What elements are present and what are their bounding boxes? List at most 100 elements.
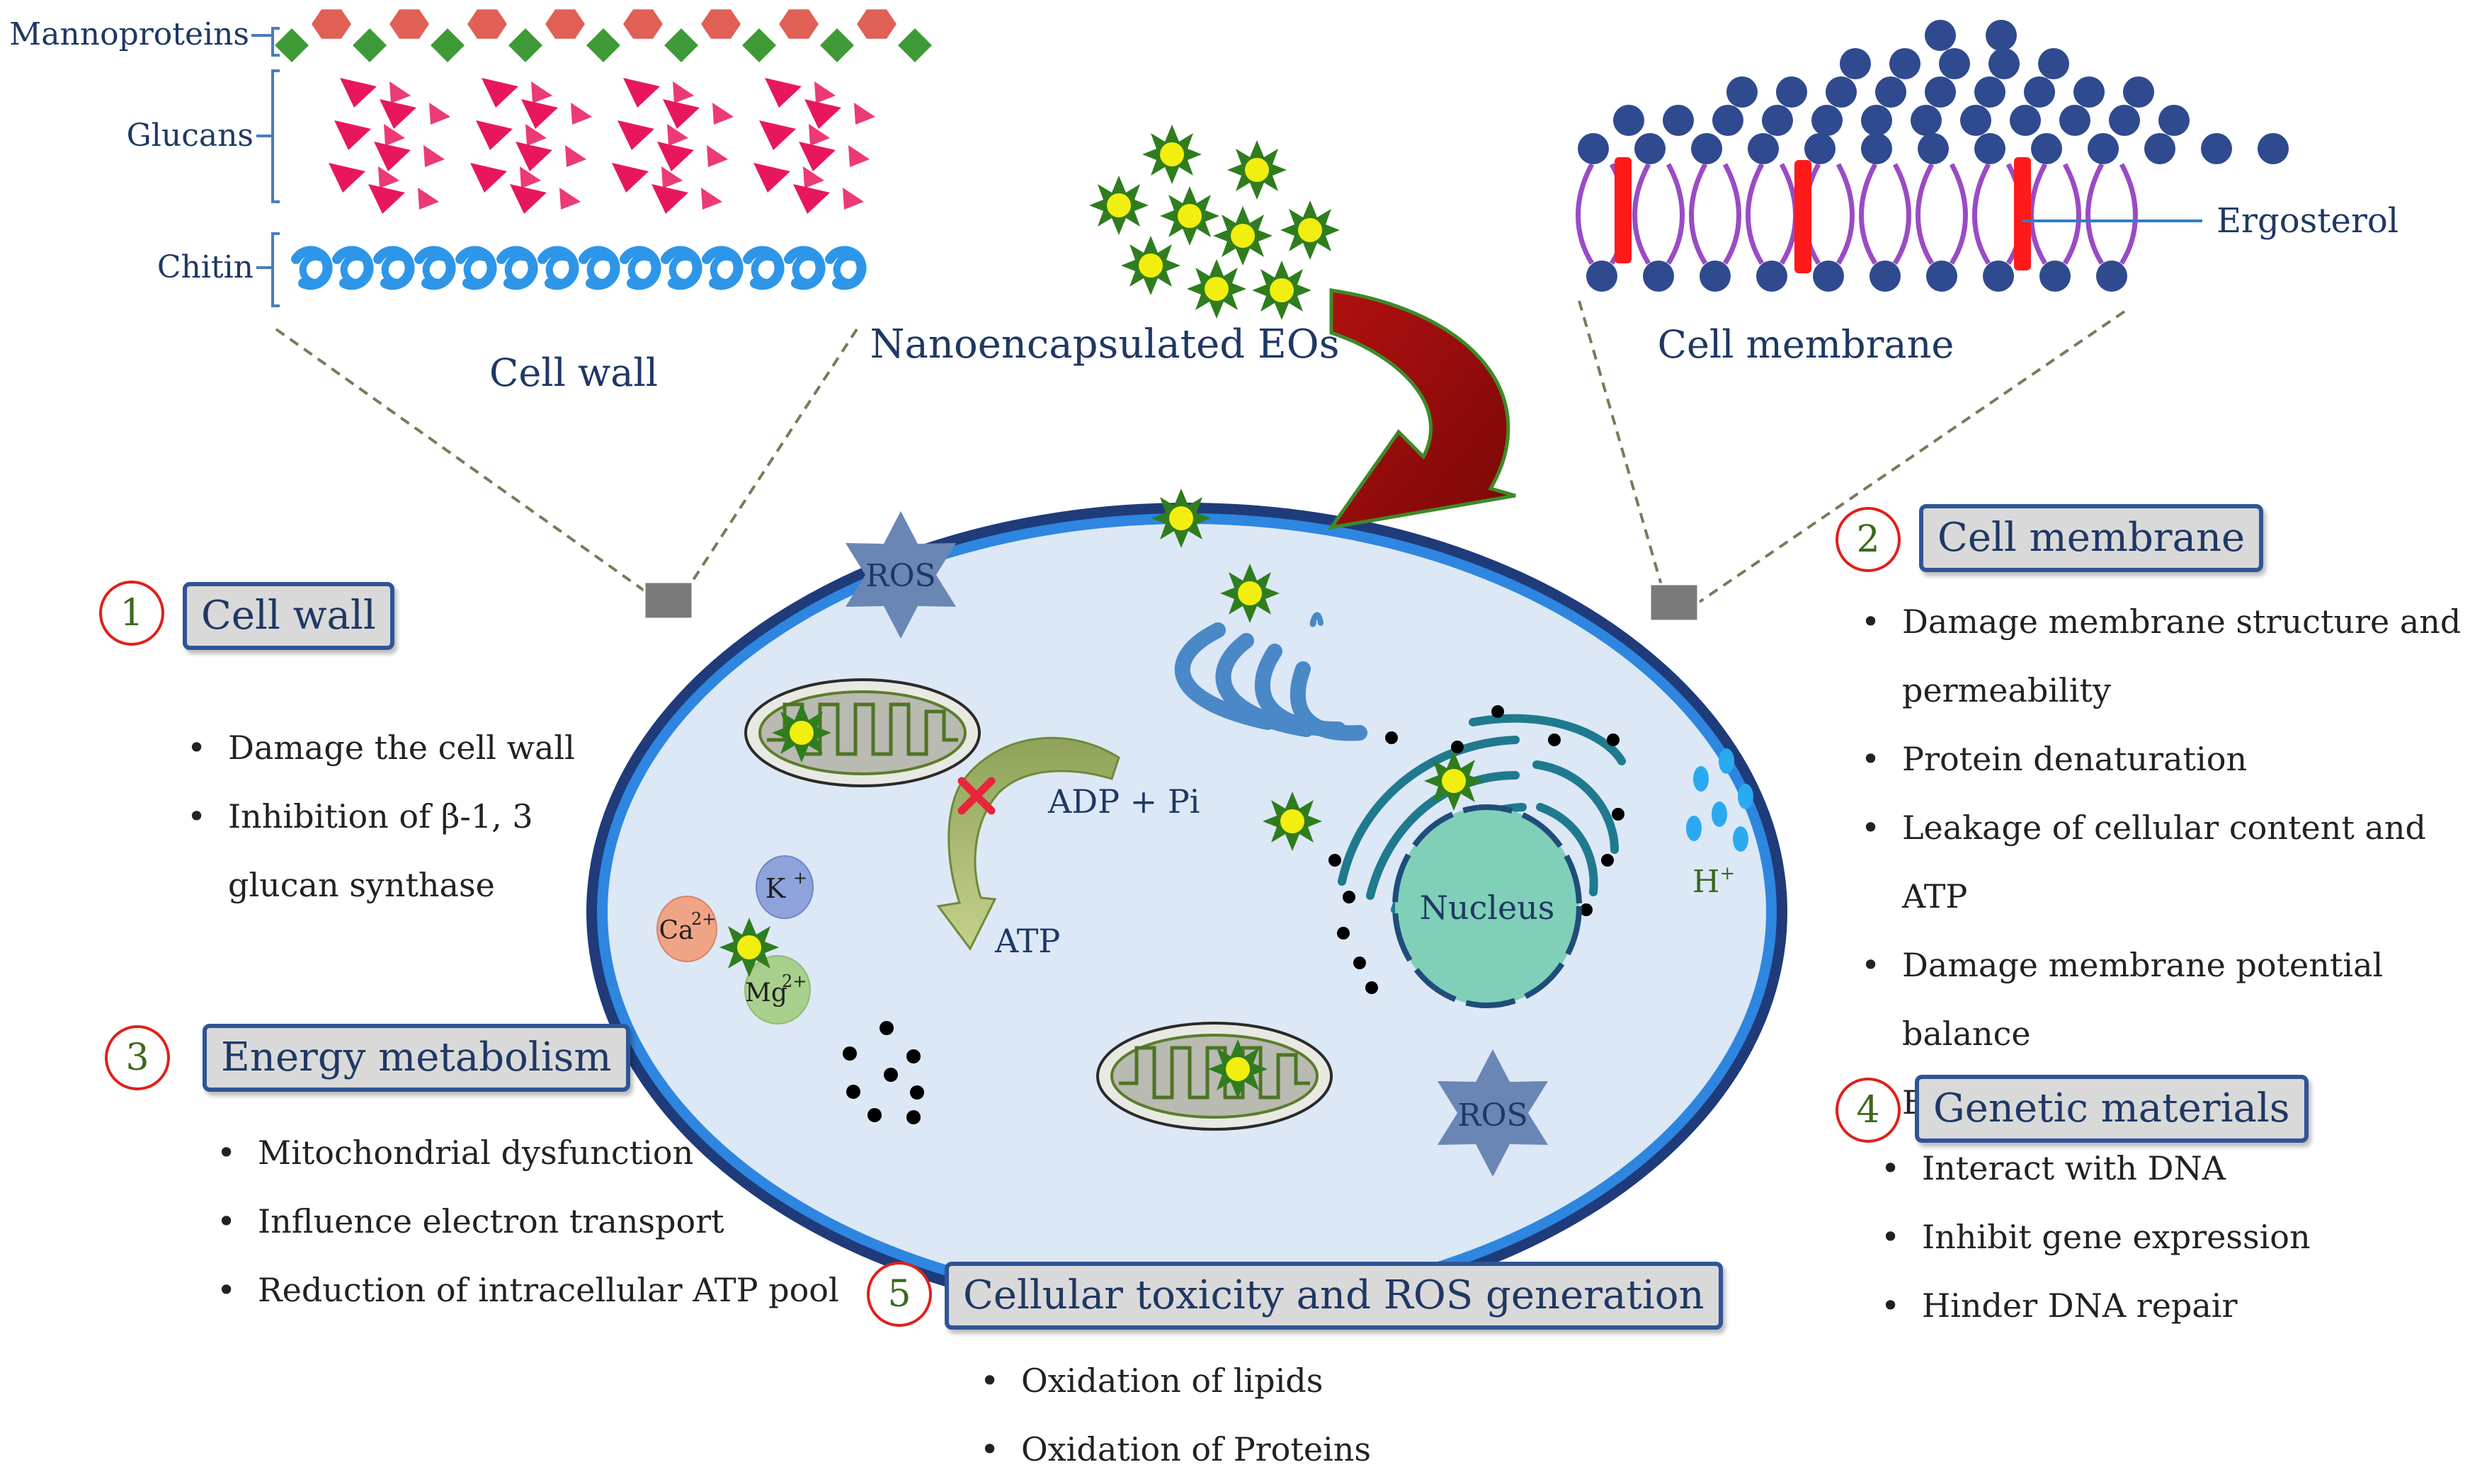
lipid-head (1804, 133, 1836, 164)
bullet-item: Leakage of cellular content and ATP (1857, 794, 2466, 931)
chitin-unit (340, 253, 369, 286)
chitin-unit (751, 253, 780, 286)
section-2-header: Cell membrane (1919, 504, 2264, 572)
cell-membrane-points: Damage membrane structure and permeabili… (1857, 588, 2466, 1137)
lipid-head (1861, 133, 1892, 164)
lipid-head (1974, 133, 2005, 164)
nano-star-icon (1187, 259, 1246, 319)
lipid-head (2031, 133, 2062, 164)
glucan-unit (612, 163, 649, 193)
section-5-header: Cellular toxicity and ROS generation (945, 1262, 1723, 1330)
chitin-unit (545, 253, 574, 286)
lipid-head (1869, 261, 1901, 292)
glucan-unit (663, 99, 700, 129)
lipid-head (1974, 76, 2005, 108)
section-3-header: Energy metabolism (203, 1024, 630, 1092)
lipid-head (2158, 105, 2190, 136)
ros-star-icon: ROS (846, 511, 956, 639)
lipid-head (2039, 261, 2071, 292)
glucan-unit (712, 103, 734, 125)
glucan-unit (799, 142, 836, 171)
glucan-unit (765, 78, 802, 108)
lipid-head (2024, 76, 2055, 108)
lipid-tail (1802, 163, 1855, 265)
cell-wall-points: Damage the cell wallInhibition of β-1, 3… (183, 714, 579, 920)
chitin-unit (627, 253, 656, 286)
lipid-head (1918, 133, 1949, 164)
lipid-head (1861, 105, 1892, 136)
glucan-unit (651, 184, 688, 214)
bullet-item: Hinder DNA repair (1877, 1272, 2415, 1340)
svg-text:Ca: Ca (659, 916, 693, 945)
nano-star-icon (1227, 140, 1287, 200)
energy-points: Mitochondrial dysfunctionInfluence elect… (212, 1119, 850, 1325)
glucan-unit (429, 103, 450, 125)
glucan-unit (559, 188, 581, 210)
lipid-head (2073, 76, 2105, 108)
ribosome-dots (1328, 705, 1624, 994)
lipid-head (1840, 48, 1871, 79)
glucan-unit (809, 124, 830, 146)
glucan-unit (667, 124, 688, 146)
ros-star-icon: ROS (1438, 1049, 1548, 1177)
mannoprotein-diamond (898, 28, 932, 62)
nano-star-icon (1151, 489, 1211, 548)
nano-star-icon (1160, 186, 1219, 246)
glucan-unit (476, 120, 513, 150)
svg-text:Nucleus: Nucleus (1420, 889, 1555, 927)
chitin-unit (792, 253, 821, 286)
glucan-unit (516, 142, 552, 171)
bullet-item: Oxidation of lipids (976, 1347, 1514, 1415)
glucan-unit (657, 142, 694, 171)
chitin-unit (463, 253, 492, 286)
mannoprotein-diamond (586, 28, 620, 62)
glucan-unit (378, 166, 399, 188)
proton-label: H+ (1692, 863, 1735, 900)
genetic-points: Interact with DNAInhibit gene expression… (1877, 1134, 2415, 1340)
mannoprotein-hexagon (857, 9, 897, 39)
lipid-head (2088, 133, 2119, 164)
mannoprotein-hexagon (389, 9, 429, 39)
glucan-unit (520, 166, 541, 188)
glucan-unit (753, 163, 790, 193)
chitin-bracket (271, 232, 280, 307)
lipid-head (2109, 105, 2140, 136)
glucan-unit (814, 81, 836, 103)
bullet-item: Protein denaturation (1857, 725, 2466, 794)
mannoprotein-diamond (353, 28, 387, 62)
lipid-head (1889, 48, 1920, 79)
mg-ion: Mg 2+ (744, 955, 811, 1024)
mannoprotein-hexagon (467, 9, 507, 39)
mannoprotein-hexagon (623, 9, 663, 39)
lipid-tails (1576, 163, 2138, 265)
chitin-unit (586, 253, 615, 286)
nano-star-icon (1424, 751, 1484, 811)
nano-star-icon (1213, 206, 1273, 266)
chitin-unit (422, 253, 451, 286)
bullet-item: Damage the cell wall (183, 714, 579, 782)
ergosterol-label: Ergosterol (2216, 201, 2398, 241)
mannoprotein-hexagon (545, 9, 585, 39)
svg-text:2+: 2+ (782, 971, 807, 991)
nano-star-icon (719, 918, 779, 977)
glucan-unit (623, 78, 660, 108)
bullet-item: Influence electron transport (212, 1187, 850, 1256)
bullet-item: Mitochondrial dysfunction (212, 1119, 850, 1187)
golgi-icon (1174, 612, 1367, 741)
mannoproteins-label: Mannoproteins (9, 16, 249, 52)
lipid-head (1762, 105, 1793, 136)
mitochondrion-icon (746, 680, 979, 786)
lipid-head (1586, 261, 1617, 292)
lipid-head (1926, 261, 1957, 292)
glucan-unit (368, 184, 405, 214)
cell-membrane-detail: Ergosterol Cell membrane (1576, 20, 2398, 367)
lipid-head (1811, 105, 1843, 136)
chitin-unit (833, 253, 862, 286)
ergosterol-molecules (1615, 157, 2031, 273)
glucan-unit (374, 142, 411, 171)
bullet-item: Reduction of intracellular ATP pool (212, 1256, 850, 1325)
nano-star-icon (1280, 200, 1340, 260)
glucan-unit (793, 184, 830, 214)
glucan-unit (384, 124, 405, 146)
lipid-head (2201, 133, 2232, 164)
